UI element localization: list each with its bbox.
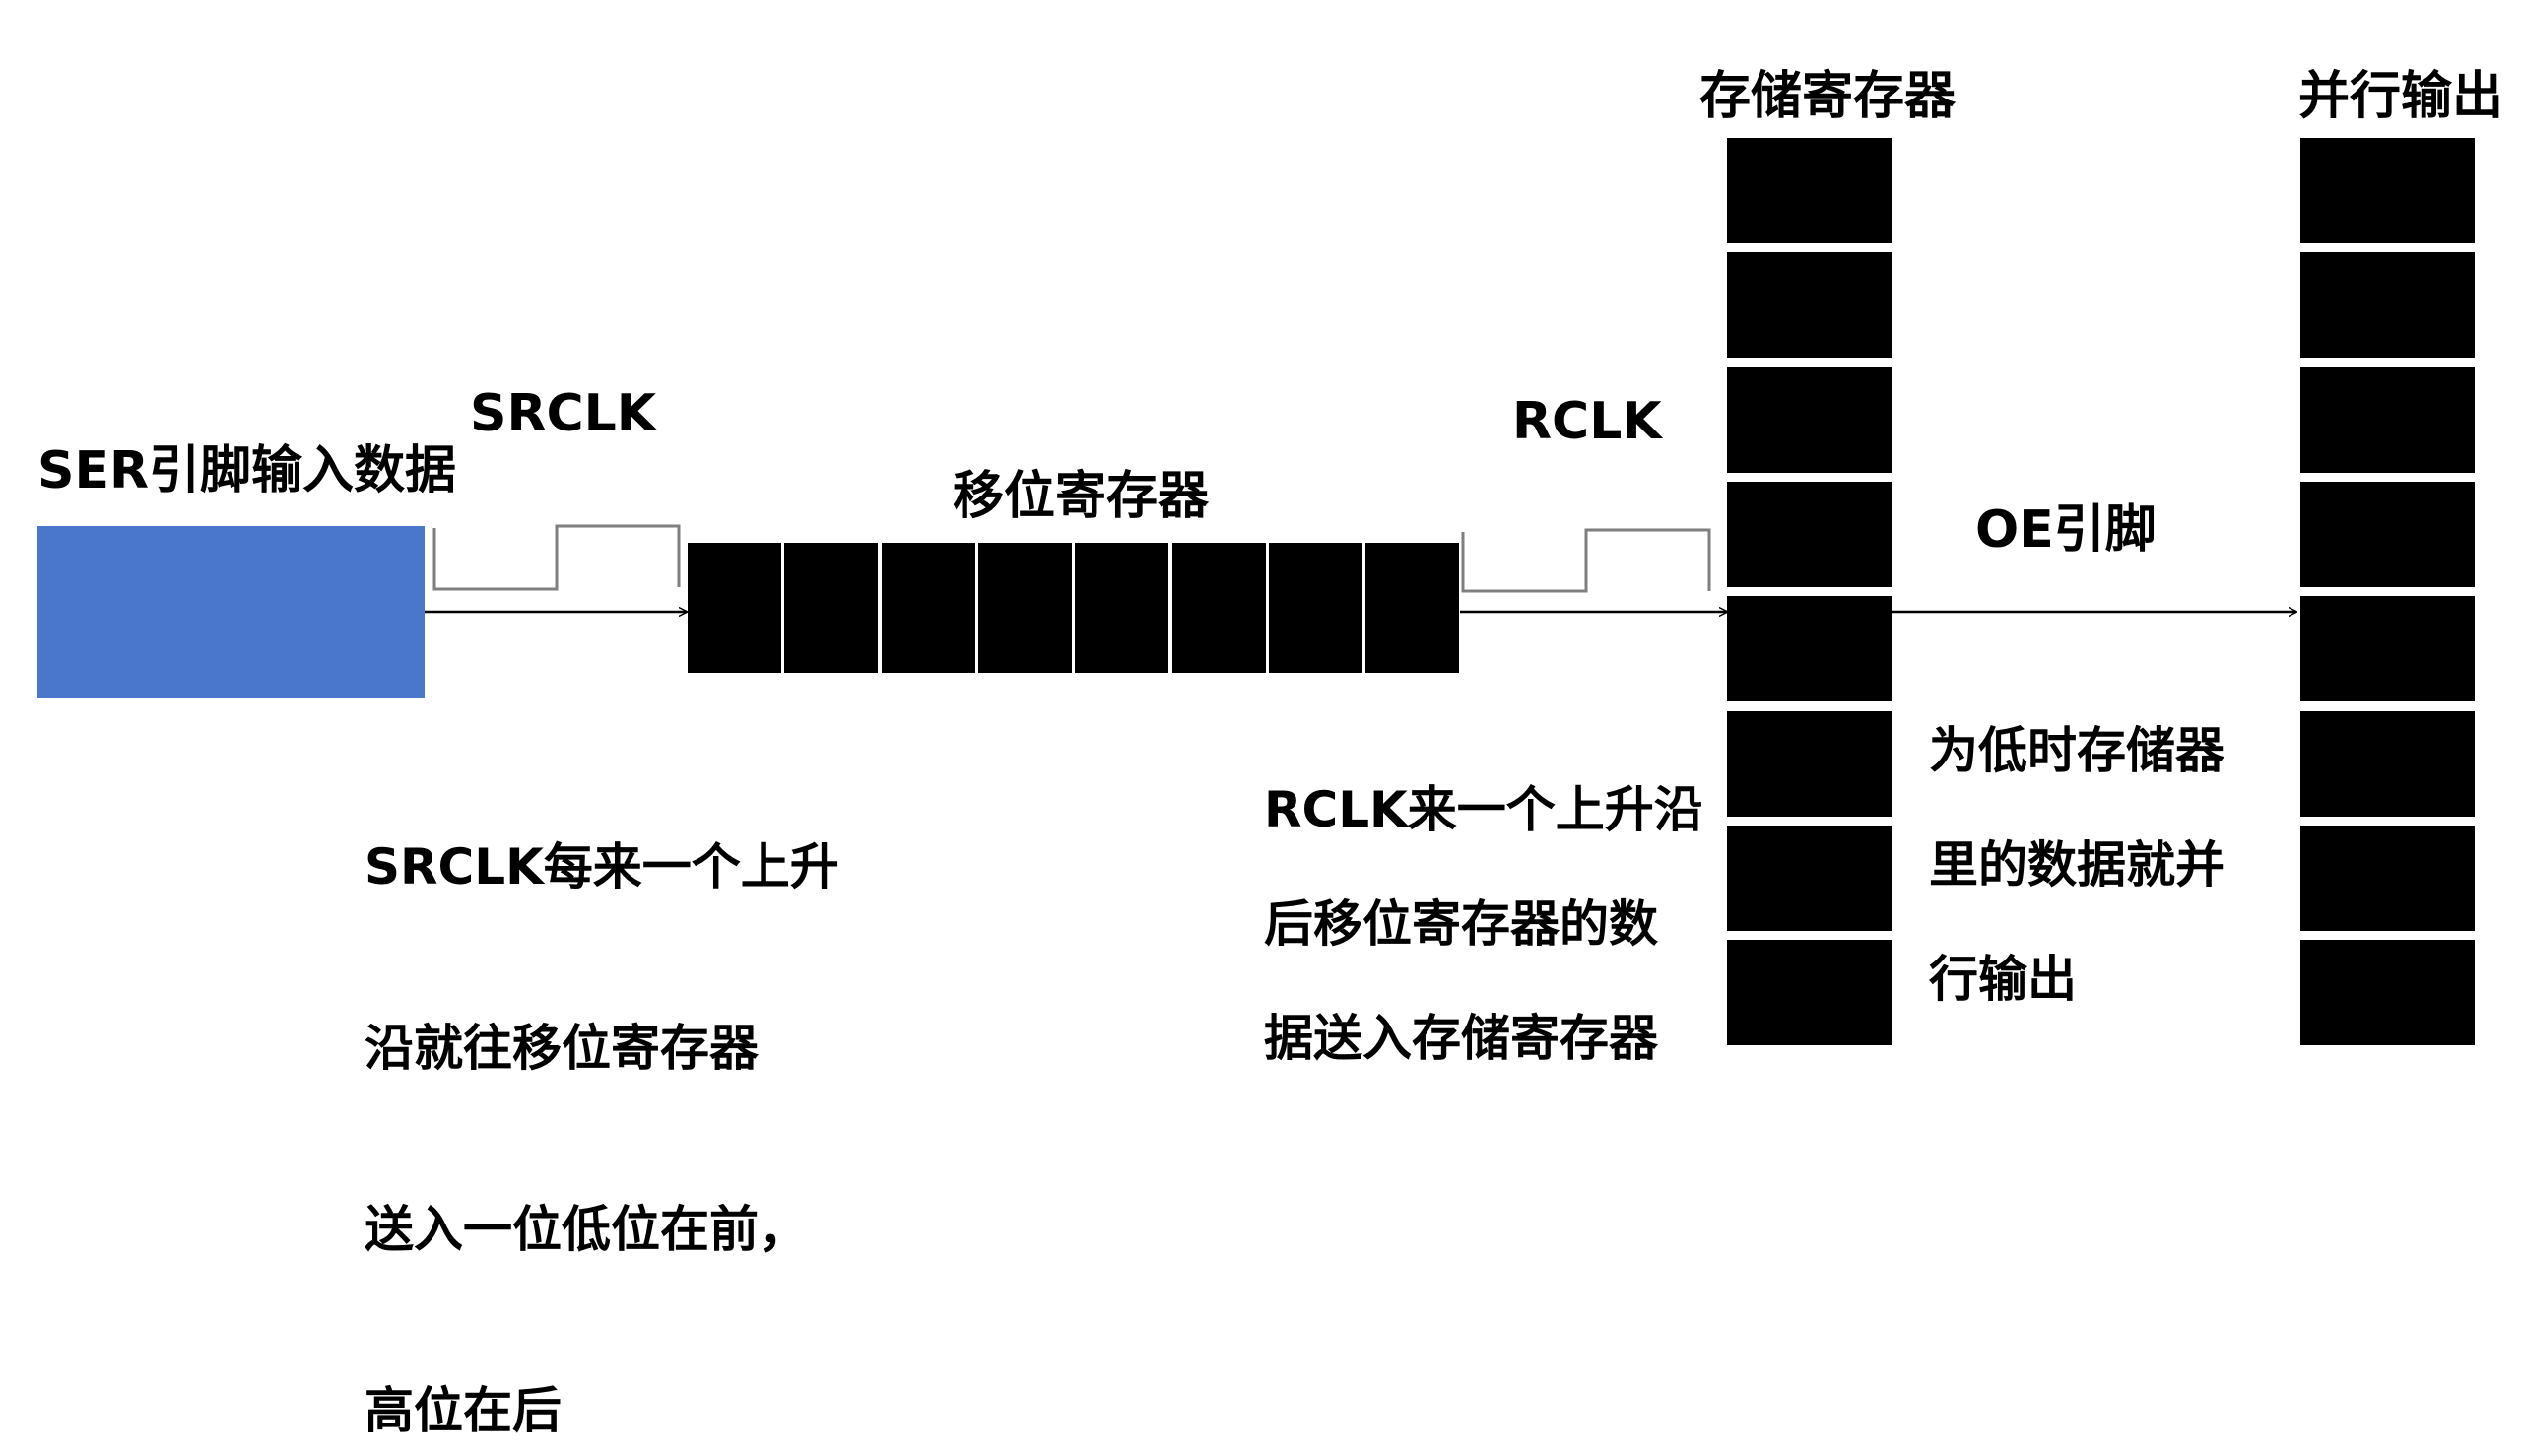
shift-register-cell-3	[881, 543, 975, 673]
srclk-note-line-3: 送入一位低位在前，	[365, 1201, 808, 1258]
rclk-waveform	[1461, 528, 1711, 593]
storage-register-cell-7	[1727, 825, 1892, 931]
storage-register-cell-4	[1727, 481, 1892, 587]
oe-note-line-1: 为低时存储器	[1929, 722, 2224, 779]
output-register-cell-3	[2300, 366, 2475, 473]
srclk-note: SRCLK每来一个上升 沿就往移位寄存器 送入一位低位在前， 高位在后	[365, 731, 839, 1456]
output-register-cell-5	[2300, 596, 2475, 702]
oe-note: 为低时存储器 里的数据就并 行输出	[1929, 665, 2224, 1008]
ser-input-label: SER引脚输入数据	[37, 441, 457, 500]
srclk-waveform	[432, 524, 681, 591]
rclk-note-line-1: RCLK来一个上升沿	[1264, 781, 1703, 838]
srclk-note-line-1: SRCLK每来一个上升	[365, 838, 839, 895]
storage-register-cell-6	[1727, 710, 1892, 817]
parallel-output-title: 并行输出	[2298, 67, 2504, 126]
storage-register-cell-5	[1727, 596, 1892, 702]
storage-register-cell-2	[1727, 252, 1892, 359]
srclk-label: SRCLK	[470, 384, 657, 443]
output-register-cell-4	[2300, 481, 2475, 587]
srclk-note-line-2: 沿就往移位寄存器	[365, 1020, 759, 1077]
ser-input-block	[37, 526, 425, 698]
output-register-cell-2	[2300, 252, 2475, 359]
shift-register-cell-6	[1171, 543, 1266, 673]
oe-note-line-3: 行输出	[1929, 951, 2077, 1008]
output-register-cell-1	[2300, 138, 2475, 243]
srclk-note-line-4: 高位在后	[365, 1382, 562, 1439]
output-register-cell-8	[2300, 940, 2475, 1046]
storage-register-cell-1	[1727, 138, 1892, 243]
output-register-cell-7	[2300, 825, 2475, 931]
storage-register-cell-8	[1727, 940, 1892, 1046]
rclk-note-line-2: 后移位寄存器的数	[1264, 895, 1658, 953]
shift-register-diagram: SER引脚输入数据 SRCLK 移位寄存器 RCLK 存储寄存器 并行输出 OE…	[37, 67, 2523, 1439]
oe-pin-label: OE引脚	[1975, 500, 2157, 560]
connections	[425, 524, 2523, 1123]
storage-register-cell-3	[1727, 366, 1892, 473]
shift-register-cell-1	[688, 543, 781, 673]
rclk-note: RCLK来一个上升沿 后移位寄存器的数 据送入存储寄存器	[1264, 724, 1703, 1067]
storage-register-title: 存储寄存器	[1699, 67, 1957, 126]
shift-register-cell-8	[1365, 543, 1460, 673]
shift-register-title: 移位寄存器	[953, 467, 1210, 526]
rclk-note-line-3: 据送入存储寄存器	[1264, 1010, 1658, 1067]
shift-register-cell-5	[1075, 543, 1169, 673]
shift-register-cell-4	[977, 543, 1072, 673]
shift-register-cell-7	[1268, 543, 1362, 673]
output-register-cell-6	[2300, 710, 2475, 817]
oe-note-line-2: 里的数据就并	[1929, 836, 2224, 893]
shift-register-cell-2	[784, 543, 879, 673]
rclk-label: RCLK	[1512, 392, 1662, 451]
